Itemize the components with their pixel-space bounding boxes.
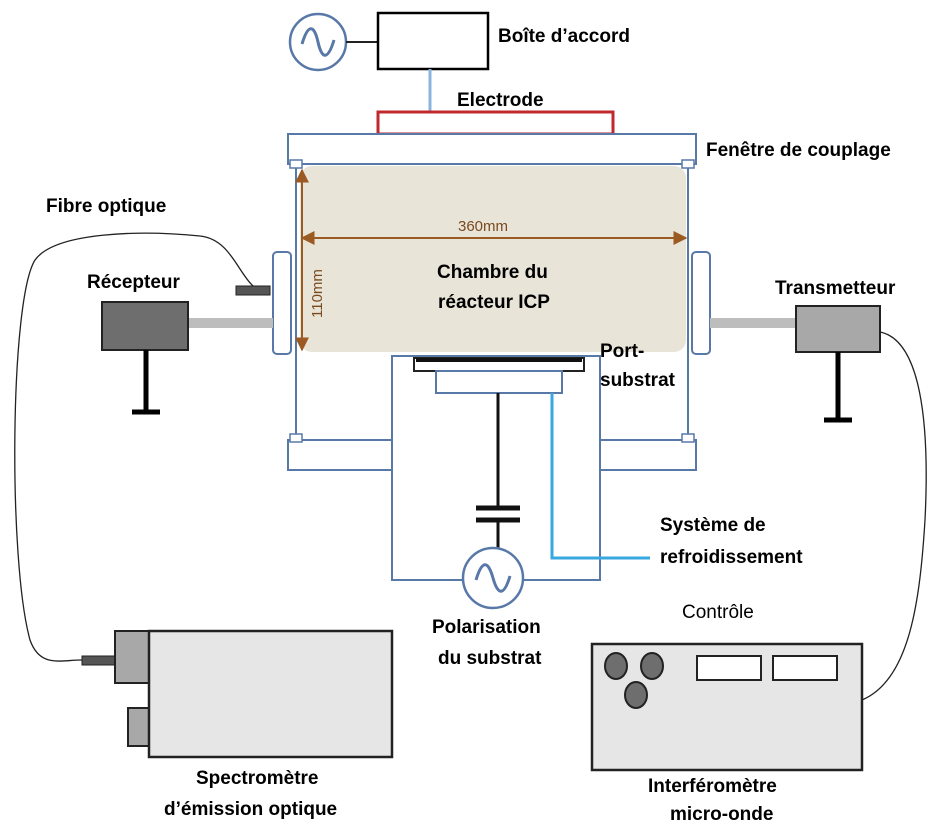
interferometer-label-line2: micro-onde bbox=[670, 804, 773, 825]
optical-fiber-cable bbox=[14, 232, 269, 662]
height-dimension-label: 110mm bbox=[309, 269, 326, 318]
fiber-connector-bottom bbox=[81, 655, 119, 666]
coupling-window bbox=[287, 133, 697, 165]
spectrometer-input-port bbox=[114, 630, 150, 684]
substrate-holder-base bbox=[435, 370, 563, 394]
spectrometer-side-port bbox=[127, 707, 151, 747]
cooling-label-line2: refroidissement bbox=[660, 547, 803, 568]
interferometer-label-line1: Interféromètre bbox=[648, 776, 777, 797]
spectrometer-label-line2: d’émission optique bbox=[164, 799, 337, 820]
display-2 bbox=[772, 655, 838, 681]
cooling-line bbox=[550, 393, 650, 560]
spectrometer bbox=[147, 629, 394, 759]
fiber-connector-top bbox=[235, 285, 271, 296]
window-clamp-right bbox=[681, 159, 695, 169]
matching-box bbox=[376, 11, 490, 71]
width-dimension-label: 360mm bbox=[458, 218, 508, 235]
transmitter-beam bbox=[710, 318, 796, 328]
receiver-beam bbox=[188, 318, 273, 328]
electrode bbox=[376, 110, 615, 136]
optical-fiber-label: Fibre optique bbox=[46, 196, 166, 217]
bias-label-line1: Polarisation bbox=[432, 617, 541, 638]
control-knob-1 bbox=[604, 652, 628, 680]
receiver bbox=[101, 301, 189, 351]
chamber-label-line1: Chambre du bbox=[437, 262, 548, 283]
window-clamp-left bbox=[289, 159, 303, 169]
microwave-cable bbox=[861, 331, 927, 701]
bias-label-line2: du substrat bbox=[438, 648, 542, 669]
bottom-clamp-right bbox=[681, 433, 695, 443]
control-label: Contrôle bbox=[682, 602, 754, 623]
chamber-label-line2: réacteur ICP bbox=[438, 292, 550, 313]
cooling-label-line1: Système de bbox=[660, 515, 766, 536]
coupling-window-label: Fenêtre de couplage bbox=[706, 140, 891, 161]
control-knob-3 bbox=[624, 681, 648, 709]
left-viewport bbox=[272, 251, 292, 355]
control-knob-2 bbox=[640, 652, 664, 680]
rf-generator-icon bbox=[288, 12, 348, 72]
spectrometer-label-line1: Spectromètre bbox=[196, 768, 319, 789]
matching-box-label: Boîte d’accord bbox=[498, 26, 630, 47]
bias-generator-icon bbox=[461, 546, 525, 610]
receiver-label: Récepteur bbox=[87, 272, 181, 293]
electrode-label: Electrode bbox=[457, 90, 544, 111]
substrate-holder-label-line1: Port- bbox=[600, 341, 644, 362]
right-viewport bbox=[691, 251, 711, 355]
substrate-holder-label-line2: substrat bbox=[600, 370, 676, 391]
display-1 bbox=[696, 655, 762, 681]
plasma-chamber bbox=[300, 166, 686, 352]
bottom-clamp-left bbox=[289, 433, 303, 443]
transmitter-label: Transmetteur bbox=[775, 278, 896, 299]
transmitter bbox=[795, 305, 881, 353]
